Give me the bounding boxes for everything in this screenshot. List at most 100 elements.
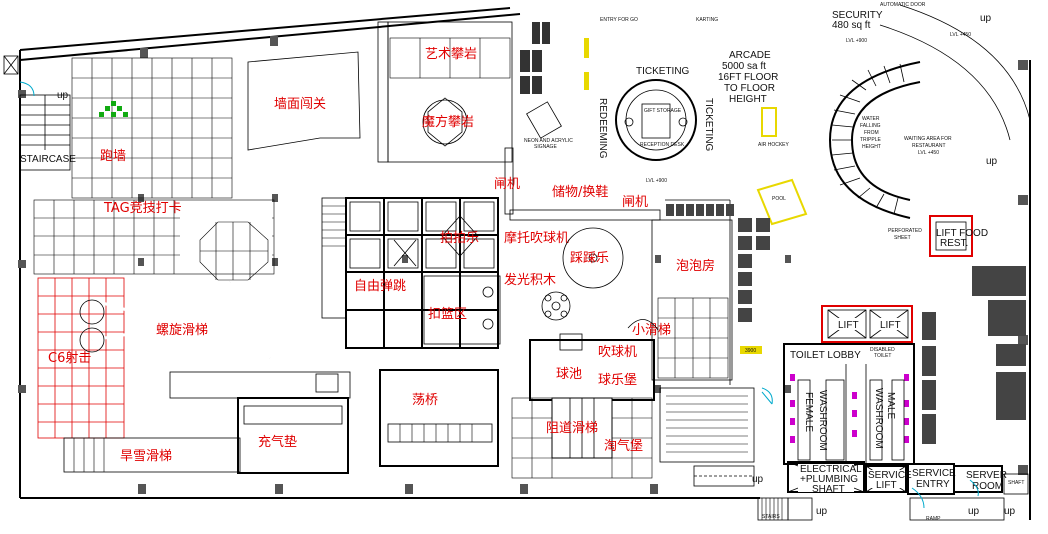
waiting-2: RESTAURANT (912, 143, 946, 149)
karting-label: KARTING (696, 17, 718, 23)
lift-1: LIFT (838, 320, 859, 331)
arcade-floor-3: HEIGHT (729, 94, 767, 105)
waiting-1: WAITING AREA FOR (904, 136, 952, 142)
entry-for-go: ENTRY FOR GO (600, 17, 638, 23)
lift-2: LIFT (880, 320, 901, 331)
disabled-2: TOILET (874, 353, 891, 359)
lift-block: LIFT LIFT (821, 305, 913, 343)
arcade-title: ARCADE (729, 50, 771, 61)
service-lift-1: SERVICE (868, 470, 912, 481)
up-bottom-1: up (752, 474, 764, 485)
staircase-left: STAIRCASE up (3, 55, 76, 171)
ticketing-right: TICKETING (703, 98, 714, 152)
dry-snow-slide-label: 旱雪滑梯 (120, 449, 172, 464)
blow-ball-label: 吹球机 (598, 345, 637, 360)
service-area: ELECTRICAL +PLUMBING SHAFT SERVICE LIFT … (752, 461, 1029, 522)
male-1: MALE (885, 392, 896, 420)
spiral-slide: 螺旋滑梯 (79, 280, 271, 360)
security-size: 480 sq ft (832, 20, 871, 31)
service-lift-2: LIFT (876, 480, 897, 491)
wall-challenge-label: 墙面闯关 (274, 97, 326, 112)
small-slide-label: 小滑梯 (632, 323, 671, 338)
dunk-area: 扣篮区 (423, 275, 501, 345)
toilet-area: TOILET LOBBY DISABLED TOILET FEMALE WASH… (783, 343, 915, 465)
level-mark: 3900 (745, 348, 756, 354)
right-furniture (922, 266, 1026, 444)
toilet-lobby: TOILET LOBBY (790, 350, 861, 361)
gate-a-label: 闸机 (494, 177, 520, 192)
bubble-house: 泡泡房 (651, 219, 733, 381)
security-level: LVL +900 (846, 38, 867, 44)
male-2: WASHROOM (873, 388, 884, 449)
door-swings (19, 81, 979, 509)
arcade-level: LVL +900 (646, 178, 667, 184)
water-1: WATER (862, 116, 880, 122)
stairs-label: STAIRS (762, 514, 780, 520)
redeeming-label: REDEEMING (597, 98, 608, 159)
gate-b-label: 闸机 (622, 195, 648, 210)
ramp-label: RAMP (926, 516, 941, 522)
water-3: FROM (864, 130, 879, 136)
ball-pool-area: 小滑梯 吹球机 球池 球乐堡 (529, 319, 671, 401)
c6-shoot-label: C6射击 (48, 350, 91, 366)
tag-label: TAG竞技打卡 (103, 200, 182, 216)
water-4: TRIPPLE (860, 137, 882, 143)
arcade-floor-1: 16FT FLOOR (718, 72, 778, 83)
naughty-fort-area: 阻道滑梯 淘气堡 (511, 397, 653, 479)
electrical-1: ELECTRICAL (800, 464, 862, 475)
step-fun-label: 踩踩乐 (570, 251, 609, 266)
structural-columns (18, 36, 1028, 494)
security-title: SECURITY (832, 10, 883, 21)
server-room-1: SERVER (966, 470, 1007, 481)
ball-blower-label: 摩托吹球机 (504, 230, 569, 246)
lift-food-1: LIFT FOOD (936, 228, 988, 239)
magic-climb-label: 魔方攀岩 (422, 114, 474, 130)
parkour-area: 跑墙 (71, 57, 233, 199)
lvl-top: LVL +450 (950, 32, 971, 38)
entry-area: 闸机 储物/换鞋 闸机 摩托吹球机 (494, 147, 770, 322)
air-hockey: AIR HOCKEY (758, 142, 790, 148)
up-bottom-3: up (968, 506, 980, 517)
security-area: SECURITY 480 sq ft LVL +900 AUTOMATIC DO… (828, 2, 998, 257)
electrical-2: +PLUMBING (800, 474, 858, 485)
dunk-label: 扣篮区 (428, 307, 467, 322)
tag-area: TAG竞技打卡 (33, 199, 275, 281)
ticketing-top: TICKETING (636, 66, 690, 77)
server-room-2: ROOM (972, 481, 1003, 492)
glow-blocks-label: 发光积木 (504, 272, 556, 288)
reception-desk: RECEPTION DESK (640, 142, 685, 148)
central-stairs (659, 387, 755, 487)
bubble-house-label: 泡泡房 (676, 258, 715, 274)
up-top-right: up (980, 13, 992, 24)
up-label: up (57, 90, 69, 101)
gift-storage: GIFT STORAGE (644, 108, 682, 114)
waiting-3: LVL +450 (918, 150, 939, 156)
green-markers (99, 101, 128, 117)
female-1: FEMALE (803, 392, 814, 432)
water-5: HEIGHT (862, 144, 881, 150)
parkour-label: 跑墙 (100, 149, 126, 164)
wall-challenge-area: 墙面闯关 (247, 51, 361, 151)
neon-signage-2: SIGNAGE (534, 144, 557, 150)
storage-label: 储物/换鞋 (552, 184, 608, 200)
water-2: FALLING (860, 123, 881, 129)
female-2: WASHROOM (817, 390, 828, 451)
lift-food-2: REST. (940, 238, 968, 249)
dry-snow-slide: 旱雪滑梯 (63, 437, 241, 473)
shaft-label: SHAFT (1008, 480, 1024, 486)
up-right: up (986, 156, 998, 167)
ball-fort-label: 球乐堡 (598, 372, 637, 388)
trampoline-area: 自由弹跳 拍拍乐 (321, 197, 499, 349)
tunnel-slide-label: 阻道滑梯 (546, 421, 598, 436)
automatic-door: AUTOMATIC DOOR (880, 2, 926, 8)
ball-pool-label: 球池 (556, 367, 582, 382)
karting-seats (520, 22, 550, 94)
up-bottom-2: up (816, 506, 828, 517)
arcade-floor-2: TO FLOOR (724, 83, 775, 94)
art-climb-label: 艺术攀岩 (425, 47, 477, 62)
neon-signage-1: NEON AND ACRYLIC (524, 138, 573, 144)
pool-table: POOL (772, 196, 786, 202)
swing-bridge-label: 荡桥 (412, 393, 438, 408)
service-entry-2: ENTRY (916, 479, 950, 490)
